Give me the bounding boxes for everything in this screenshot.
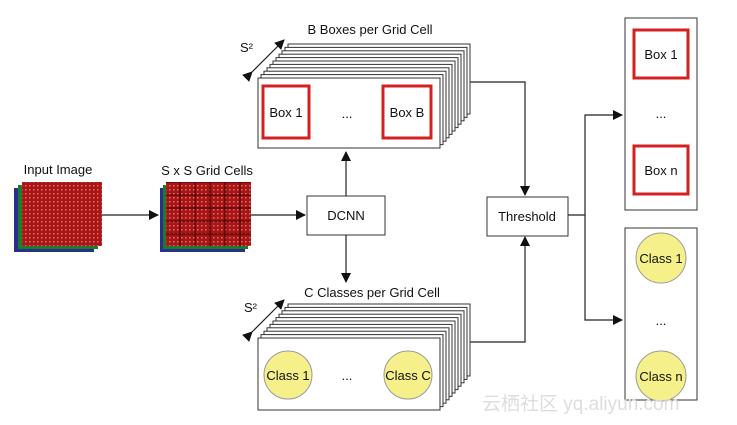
input-image-stack: [14, 182, 102, 252]
output-box-n-label: Box n: [644, 163, 677, 178]
threshold-box: [486, 196, 569, 237]
class-1-label: Class 1: [266, 368, 309, 383]
arrow-threshold-to-classes: [584, 215, 623, 325]
output-box-1-label: Box 1: [644, 47, 677, 62]
output-boxes-ellipsis: ...: [656, 106, 667, 121]
output-box-1: [632, 28, 690, 80]
box-b: [381, 84, 433, 140]
class-c-circle: [383, 350, 433, 400]
boxes-ellipsis: ...: [342, 106, 353, 121]
box-b-label: Box B: [390, 105, 425, 120]
classes-per-cell-label: C Classes per Grid Cell: [304, 285, 440, 300]
output-box-n: [632, 144, 690, 196]
output-class-n-label: Class n: [639, 369, 682, 384]
output-classes-ellipsis: ...: [656, 313, 667, 328]
threshold-label: Threshold: [498, 209, 556, 224]
boxes-per-cell-label: B Boxes per Grid Cell: [308, 22, 433, 37]
watermark: 云栖社区 yq.aliyun.com: [482, 393, 679, 415]
dcnn-box: [306, 195, 386, 236]
dcnn-label: DCNN: [327, 208, 365, 223]
class-1-circle: [263, 350, 313, 400]
arrow-boxes-to-threshold: [470, 81, 530, 196]
classes-ellipsis: ...: [342, 368, 353, 383]
grid-cells-label: S x S Grid Cells: [161, 163, 253, 178]
arrow-classes-to-threshold: [470, 236, 530, 343]
class-c-label: Class C: [385, 368, 431, 383]
arrow-threshold-to-boxes: [568, 110, 623, 216]
output-class-1-circle: [635, 232, 687, 284]
grid-cells-stack: [160, 182, 251, 252]
output-class-1-label: Class 1: [639, 251, 682, 266]
s2-label-bottom: S²: [244, 300, 258, 315]
input-image-label: Input Image: [24, 162, 93, 177]
s2-arrow-top: [242, 39, 285, 82]
box-1-label: Box 1: [269, 105, 302, 120]
s2-arrow-bottom: [242, 299, 285, 342]
s2-label-top: S²: [240, 40, 254, 55]
box-1: [261, 84, 311, 140]
output-class-n-circle: [635, 350, 687, 402]
